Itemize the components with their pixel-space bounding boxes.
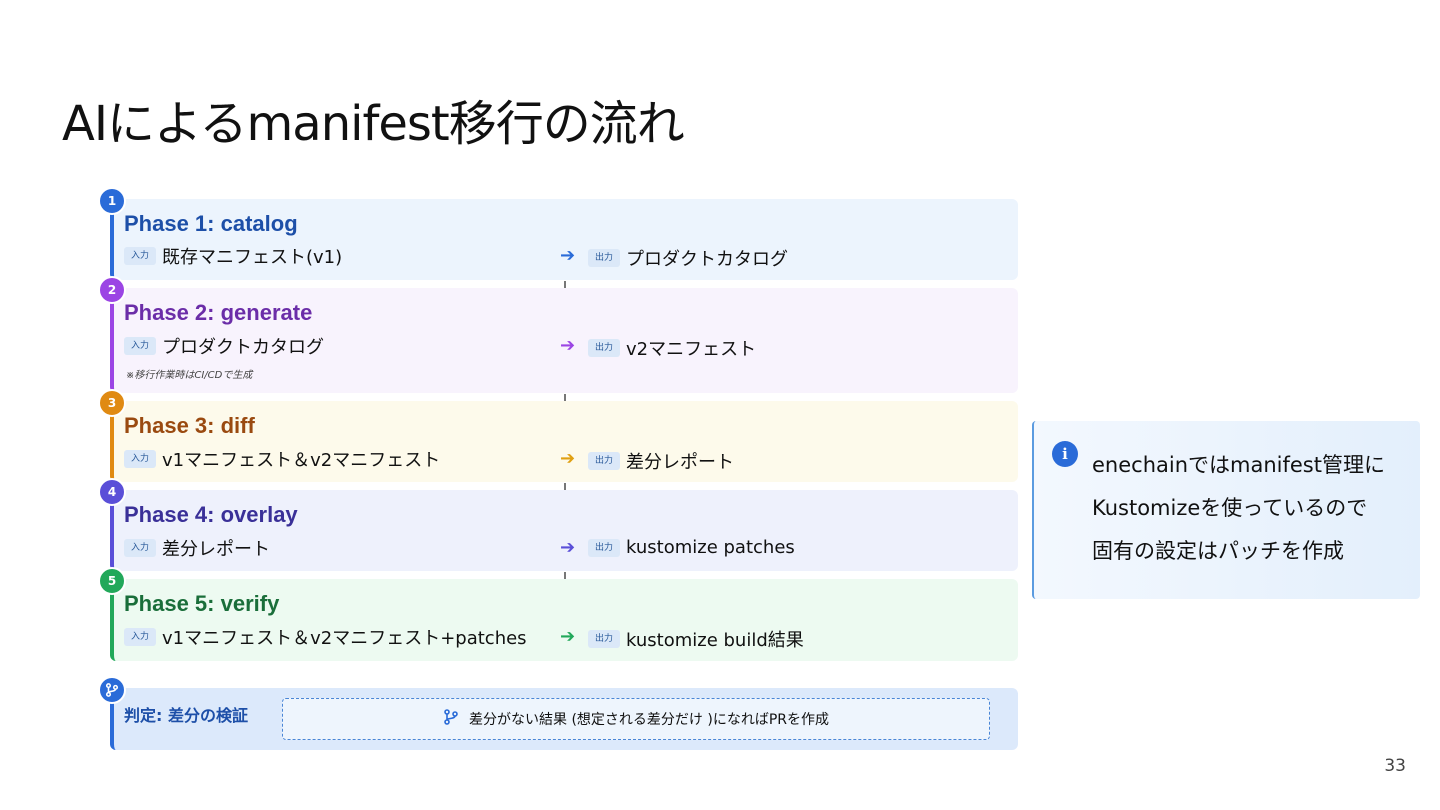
- phase-4-title: Phase 4: overlay: [124, 502, 298, 527]
- input-tag: 入力: [124, 628, 156, 646]
- phase-2-input: 入力 プロダクトカタログ: [124, 333, 324, 359]
- input-tag: 入力: [124, 539, 156, 557]
- phase-1-input-text: 既存マニフェスト(v1): [162, 247, 343, 268]
- phase-2-title: Phase 2: generate: [124, 300, 313, 325]
- phase-5-title: Phase 5: verify: [124, 591, 280, 616]
- phase-3-badge: 3: [98, 389, 126, 417]
- connector: [564, 483, 566, 490]
- phase-4-input: 入力 差分レポート: [124, 535, 270, 561]
- phase-5-input: 入力 v1マニフェスト＆v2マニフェスト+patches: [124, 624, 527, 650]
- phase-1-output: 出力 プロダクトカタログ: [588, 245, 788, 271]
- output-tag: 出力: [588, 249, 620, 267]
- connector: [564, 394, 566, 401]
- output-tag: 出力: [588, 538, 620, 557]
- arrow-right-icon: ➔: [560, 245, 576, 266]
- connector: [564, 572, 566, 579]
- phase-3-card: Phase 3: diff 入力 v1マニフェスト＆v2マニフェスト ➔ 出力 …: [110, 401, 1018, 482]
- phase-2-card: Phase 2: generate 入力 プロダクトカタログ ➔ 出力 v2マニ…: [110, 288, 1018, 393]
- phase-4-badge: 4: [98, 478, 126, 506]
- git-branch-icon: [105, 683, 119, 697]
- info-icon: i: [1052, 441, 1078, 467]
- phase-5-output: 出力 kustomize build結果: [588, 626, 804, 652]
- phase-1-badge: 1: [98, 187, 126, 215]
- judgement-text: 差分がない結果 (想定される差分だけ )になればPRを作成: [469, 712, 829, 728]
- phase-3-input-text: v1マニフェスト＆v2マニフェスト: [162, 450, 441, 471]
- page-number: 33: [1384, 756, 1406, 776]
- judgement-title: 判定: 差分の検証: [124, 706, 248, 725]
- phase-2-badge: 2: [98, 276, 126, 304]
- info-line-1: enechainではmanifest管理に: [1092, 453, 1385, 477]
- judgement-card: 判定: 差分の検証 差分がない結果 (想定される差分だけ )になればPRを作成: [110, 688, 1018, 750]
- phase-5-output-text: kustomize build結果: [626, 630, 804, 651]
- phase-4-output-text: kustomize patches: [626, 537, 795, 558]
- arrow-right-icon: ➔: [560, 448, 576, 469]
- phase-4-input-text: 差分レポート: [162, 539, 270, 560]
- phase-2-input-text: プロダクトカタログ: [162, 337, 324, 358]
- judgement-box: 差分がない結果 (想定される差分だけ )になればPRを作成: [282, 698, 990, 740]
- arrow-right-icon: ➔: [560, 626, 576, 647]
- arrow-right-icon: ➔: [560, 335, 576, 356]
- phase-3-title: Phase 3: diff: [124, 413, 255, 438]
- phase-2-note: ※移行作業時はCI/CDで生成: [126, 370, 253, 381]
- git-branch-icon: [443, 709, 459, 729]
- input-tag: 入力: [124, 247, 156, 265]
- phase-5-card: Phase 5: verify 入力 v1マニフェスト＆v2マニフェスト+pat…: [110, 579, 1018, 661]
- phase-1-output-text: プロダクトカタログ: [626, 249, 788, 270]
- info-callout: i enechainではmanifest管理に Kustomizeを使っているの…: [1032, 421, 1420, 599]
- input-tag: 入力: [124, 337, 156, 355]
- phase-1-input: 入力 既存マニフェスト(v1): [124, 243, 342, 269]
- info-line-2: Kustomizeを使っているので: [1092, 496, 1368, 520]
- phase-2-output: 出力 v2マニフェスト: [588, 335, 756, 361]
- output-tag: 出力: [588, 630, 620, 648]
- phase-5-input-text: v1マニフェスト＆v2マニフェスト+patches: [162, 628, 527, 649]
- phase-5-badge: 5: [98, 567, 126, 595]
- phase-1-card: Phase 1: catalog 入力 既存マニフェスト(v1) ➔ 出力 プロ…: [110, 199, 1018, 280]
- phase-3-output: 出力 差分レポート: [588, 448, 734, 474]
- output-tag: 出力: [588, 339, 620, 357]
- phase-1-title: Phase 1: catalog: [124, 211, 298, 236]
- phase-3-input: 入力 v1マニフェスト＆v2マニフェスト: [124, 446, 440, 472]
- judgement-badge: [98, 676, 126, 704]
- info-line-3: 固有の設定はパッチを作成: [1092, 539, 1344, 563]
- output-tag: 出力: [588, 452, 620, 470]
- phase-2-output-text: v2マニフェスト: [626, 339, 757, 360]
- phase-4-output: 出力 kustomize patches: [588, 537, 795, 558]
- phase-3-output-text: 差分レポート: [626, 452, 734, 473]
- phase-4-card: Phase 4: overlay 入力 差分レポート ➔ 出力 kustomiz…: [110, 490, 1018, 571]
- arrow-right-icon: ➔: [560, 537, 576, 558]
- slide-title: AIによるmanifest移行の流れ: [62, 96, 685, 152]
- input-tag: 入力: [124, 450, 156, 468]
- connector: [564, 281, 566, 288]
